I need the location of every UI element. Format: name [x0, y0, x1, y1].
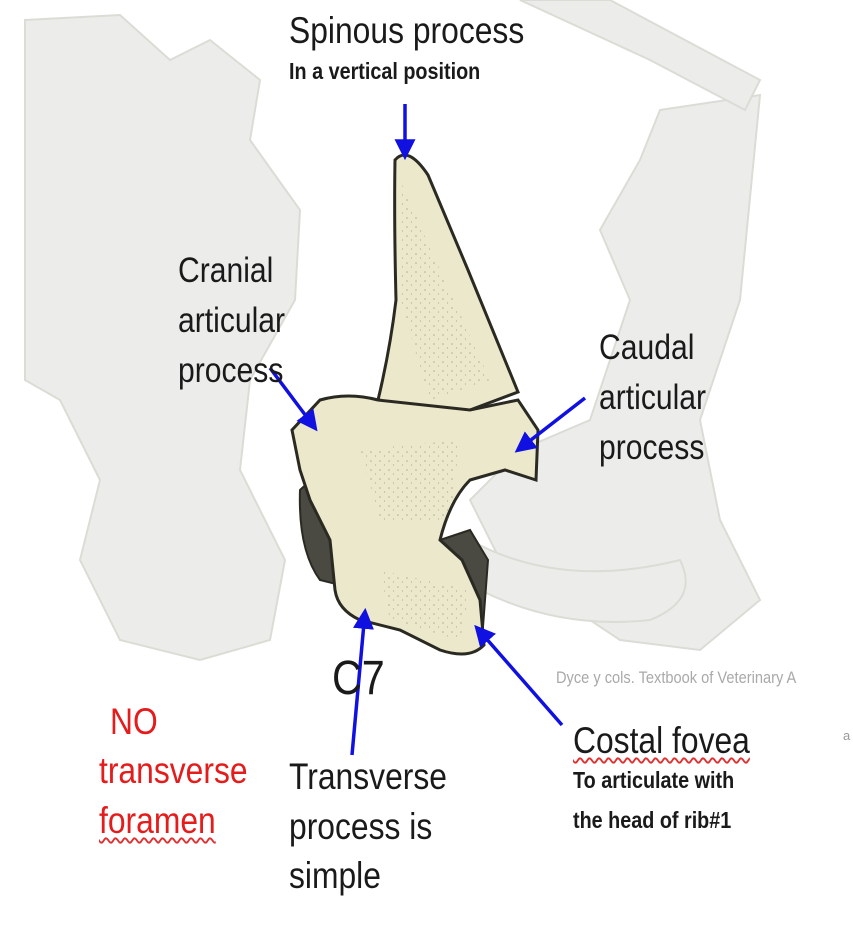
background-cranial-vertebra [24, 13, 302, 662]
caudal-label-line2: articular [599, 378, 707, 417]
no-foramen-line1: NO [110, 701, 158, 742]
no-foramen-line3: foramen [99, 800, 216, 841]
no-foramen-line2: transverse [99, 750, 248, 791]
transverse-label-line3: simple [289, 855, 381, 896]
vertebral-body-shape [290, 394, 540, 656]
cranial-label-line1: Cranial [178, 251, 274, 290]
spinous-process-subtitle: In a vertical position [289, 58, 481, 84]
transverse-arrow [350, 607, 374, 756]
background-lower-arch [468, 538, 687, 623]
caudal-arrow [514, 396, 587, 453]
edge-fragment: a [843, 728, 851, 743]
vertebra-label: C7 [332, 652, 385, 705]
image-credit: Dyce y cols. Textbook of Veterinary A [556, 668, 797, 687]
cranial-label-line3: process [178, 351, 284, 390]
transverse-label-line1: Transverse [289, 756, 447, 797]
spinous-process-title: Spinous process [289, 10, 525, 51]
c7-vertebra [290, 153, 540, 656]
costal-arrow [474, 624, 564, 727]
background-ligament [519, 0, 762, 112]
cranial-label-line2: articular [178, 301, 286, 340]
vertebra-texture [360, 180, 490, 640]
costal-fovea-sub-line1: To articulate with [573, 767, 735, 793]
annotation-arrows [268, 104, 587, 756]
costal-fovea-title: Costal fovea [573, 720, 750, 761]
caudal-label-line1: Caudal [599, 328, 695, 367]
background-vertebrae [24, 0, 762, 662]
costal-fovea-sub-line2: the head of rib#1 [573, 807, 732, 833]
caudal-label-line3: process [599, 428, 705, 467]
cranial-arrow [268, 366, 318, 432]
transverse-label-line2: process is [289, 806, 433, 847]
